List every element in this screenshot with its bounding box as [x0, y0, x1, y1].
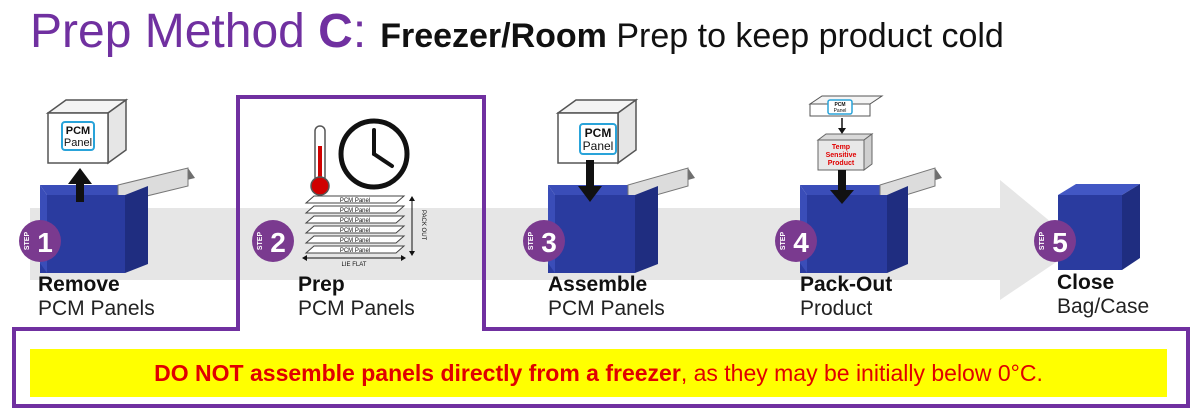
step-badge-2: STEP 2: [252, 220, 294, 262]
step1-label: Remove PCM Panels: [38, 273, 155, 321]
step-number-5: 5: [1052, 227, 1068, 258]
step5-label: Close Bag/Case: [1057, 271, 1149, 319]
clock-icon: [338, 118, 410, 190]
step1-panel-label-line1: PCM: [66, 125, 90, 137]
step-number-2: 2: [270, 227, 286, 258]
step1-panel-label-line2: Panel: [64, 137, 92, 149]
thermometer-icon: [310, 125, 330, 196]
svg-text:STEP: STEP: [528, 232, 535, 251]
step-badge-5: STEP 5: [1034, 220, 1076, 262]
step-badge-1: STEP 1: [19, 220, 61, 262]
product-label-line2: Sensitive: [826, 152, 857, 159]
step3-panel-label-line2: Panel: [583, 139, 614, 153]
step-number-3: 3: [541, 227, 557, 258]
step3-label: Assemble PCM Panels: [548, 273, 665, 321]
step4-lid-label-line2: Panel: [834, 108, 847, 114]
step5-illustration: [1058, 184, 1140, 270]
warning-banner: DO NOT assemble panels directly from a f…: [30, 349, 1167, 397]
stack-side-label: PACK OUT: [420, 210, 426, 241]
step-badge-3: STEP 3: [523, 220, 565, 262]
svg-text:PCM Panel: PCM Panel: [340, 248, 370, 254]
warning-rest-text: , as they may be initially below 0°C.: [680, 360, 1043, 386]
step1-subtext: PCM Panels: [38, 297, 155, 320]
svg-text:STEP: STEP: [780, 232, 787, 251]
svg-text:STEP: STEP: [1039, 232, 1046, 251]
step3-heading: Assemble: [548, 273, 648, 296]
svg-text:PCM Panel: PCM Panel: [340, 228, 370, 234]
step2-illustration: PCM Panel PCM Panel PCM Panel PCM Panel …: [302, 118, 426, 268]
step5-subtext: Bag/Case: [1057, 295, 1150, 318]
step3-illustration: PCM Panel: [548, 98, 695, 273]
svg-text:STEP: STEP: [257, 232, 264, 251]
step-number-4: 4: [793, 227, 809, 258]
stack-bottom-label: LIE FLAT: [342, 262, 367, 268]
step2-highlight-frame: [12, 95, 1190, 408]
title-bold-part: Freezer/Room: [380, 17, 607, 55]
step5-heading: Close: [1057, 271, 1115, 294]
step1-heading: Remove: [38, 273, 120, 296]
title-rest: Prep to keep product cold: [606, 17, 1004, 55]
svg-text:PCM Panel: PCM Panel: [340, 198, 370, 204]
step2-subtext: PCM Panels: [298, 297, 415, 320]
step-number-1: 1: [37, 227, 53, 258]
svg-text:STEP: STEP: [24, 232, 31, 251]
product-label-line3: Product: [828, 160, 855, 167]
step2-heading: Prep: [298, 273, 345, 296]
svg-text:PCM Panel: PCM Panel: [340, 238, 370, 244]
product-label-line1: Temp: [832, 144, 850, 151]
step4-heading: Pack-Out: [800, 273, 893, 296]
title-method-letter: C: [318, 5, 353, 58]
page-title: Prep Method C: Freezer/Room Prep to keep …: [30, 2, 1004, 62]
step-badge-4: STEP 4: [775, 220, 817, 262]
step3-panel-label-line1: PCM: [585, 126, 612, 140]
svg-text:PCM Panel: PCM Panel: [340, 218, 370, 224]
svg-text:PCM Panel: PCM Panel: [340, 208, 370, 214]
step4-lid-label-line1: PCM: [834, 102, 845, 108]
step2-label: Prep PCM Panels: [298, 273, 415, 321]
step4-subtext: Product: [800, 297, 873, 320]
step3-subtext: PCM Panels: [548, 297, 665, 320]
title-colon: :: [352, 5, 367, 58]
step4-label: Pack-Out Product: [800, 273, 892, 321]
panel-stack: PCM Panel PCM Panel PCM Panel PCM Panel …: [302, 195, 426, 268]
warning-bold-text: DO NOT assemble panels directly from a f…: [154, 360, 681, 386]
title-prefix: Prep Method: [30, 5, 319, 58]
